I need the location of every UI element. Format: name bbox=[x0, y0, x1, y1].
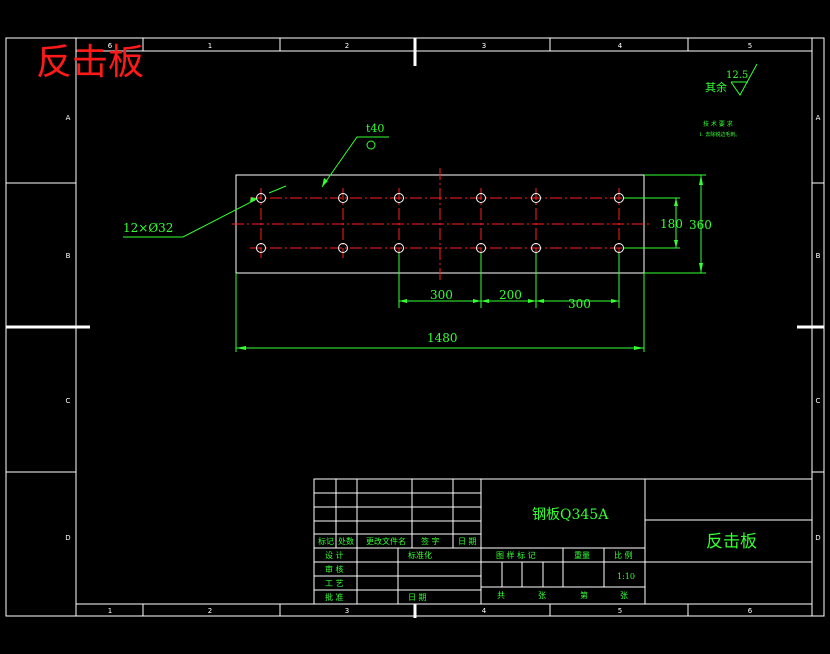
tb-material: 钢板Q345A bbox=[532, 507, 609, 523]
roughness-symbol: 其余 12.5 bbox=[705, 63, 758, 96]
hole bbox=[614, 193, 624, 203]
tb-stage-weight: 重量 bbox=[574, 550, 590, 560]
tb-standardization: 标准化 bbox=[408, 550, 432, 560]
outer-border bbox=[5, 37, 825, 617]
title-block bbox=[313, 478, 813, 605]
hole bbox=[531, 243, 541, 253]
zone-top-5: 5 bbox=[748, 42, 752, 50]
zone-top-4: 4 bbox=[618, 42, 623, 50]
zone-top-6: 6 bbox=[108, 42, 113, 50]
dimension-lines bbox=[235, 174, 706, 352]
holes bbox=[256, 193, 624, 253]
zone-left-a: A bbox=[66, 114, 71, 122]
dim-300-left: 300 bbox=[430, 288, 453, 302]
tb-role-review: 审 核 bbox=[325, 564, 344, 574]
hole bbox=[256, 243, 266, 253]
zone-right-b: B bbox=[816, 252, 821, 260]
zone-bottom-6: 6 bbox=[748, 607, 753, 615]
tb-sheet-unit-a: 张 bbox=[538, 591, 546, 600]
tech-notes-title: 技 术 要 求 bbox=[703, 120, 733, 128]
dim-180: 180 bbox=[660, 217, 683, 231]
zone-left-c: C bbox=[66, 397, 71, 405]
hole bbox=[394, 193, 404, 203]
centering-marks bbox=[6, 38, 824, 618]
dim-300-right: 300 bbox=[568, 297, 591, 311]
hole bbox=[614, 243, 624, 253]
zone-right-a: A bbox=[816, 114, 821, 122]
hole bbox=[476, 243, 486, 253]
zone-right-c: C bbox=[816, 397, 821, 405]
dim-360: 360 bbox=[689, 218, 712, 232]
dim-1480: 1480 bbox=[427, 331, 458, 345]
zone-top-1: 1 bbox=[208, 42, 212, 50]
tb-header-file: 更改文件名 bbox=[366, 536, 406, 546]
zone-top-3: 3 bbox=[482, 42, 486, 50]
dimension-arrows bbox=[236, 175, 703, 350]
drawing-title-red: 反击板 bbox=[36, 42, 144, 83]
tech-notes-line1: 1. 去除锐边毛刺。 bbox=[699, 131, 740, 138]
zone-left-d: D bbox=[65, 534, 70, 542]
zone-left-b: B bbox=[66, 252, 71, 260]
zone-bottom-5: 5 bbox=[618, 607, 622, 615]
tb-date-label: 日 期 bbox=[408, 593, 427, 602]
sheet-frame bbox=[5, 37, 825, 617]
tb-sheet-unit-b: 张 bbox=[620, 591, 628, 600]
zone-top-2: 2 bbox=[345, 42, 349, 50]
tb-header-mark: 标记 bbox=[318, 536, 334, 546]
tb-stage-mark: 图 样 标 记 bbox=[496, 550, 536, 560]
tb-header-date: 日 期 bbox=[458, 537, 477, 546]
tb-role-process: 工 艺 bbox=[325, 579, 344, 588]
hole bbox=[394, 243, 404, 253]
thickness-callout: t40 bbox=[366, 122, 384, 135]
tb-role-design: 设 计 bbox=[325, 550, 344, 560]
zone-bottom-1: 1 bbox=[108, 607, 112, 615]
hole bbox=[338, 193, 348, 203]
hole bbox=[338, 243, 348, 253]
tb-stage-scale: 比 例 bbox=[614, 550, 633, 560]
tb-part-name: 反击板 bbox=[706, 532, 757, 552]
tb-role-approve: 批 准 bbox=[325, 592, 344, 602]
roughness-label: 其余 bbox=[705, 80, 727, 94]
hole bbox=[256, 193, 266, 203]
tb-sheet-total: 共 bbox=[497, 591, 505, 600]
tb-scale-value: 1:10 bbox=[617, 572, 635, 581]
tb-sheet-index: 第 bbox=[580, 590, 588, 600]
dim-200: 200 bbox=[499, 288, 522, 302]
center-lines bbox=[232, 168, 650, 280]
zone-bottom-2: 2 bbox=[208, 607, 212, 615]
hole bbox=[476, 193, 486, 203]
zone-right-d: D bbox=[815, 534, 820, 542]
zone-bottom-4: 4 bbox=[482, 607, 487, 615]
hole bbox=[531, 193, 541, 203]
leaders bbox=[123, 136, 389, 238]
tb-header-sign: 签 字 bbox=[421, 536, 440, 546]
roughness-value: 12.5 bbox=[726, 70, 748, 81]
tb-header-count: 处数 bbox=[338, 536, 354, 546]
zone-bottom-3: 3 bbox=[345, 607, 349, 615]
hole-callout: 12×Ø32 bbox=[123, 221, 173, 235]
